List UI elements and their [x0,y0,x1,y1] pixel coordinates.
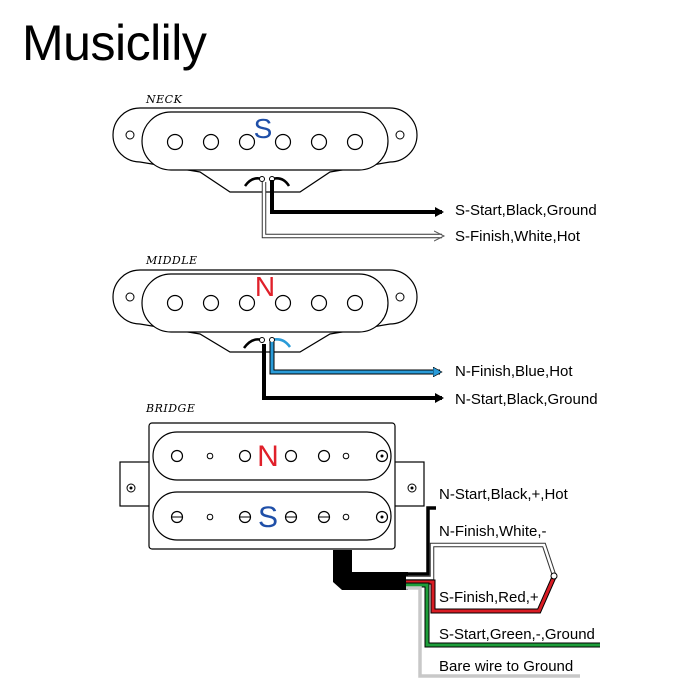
bridge-cable-jacket [333,550,408,590]
middle-wire-blue [270,342,440,372]
bridge-wire-label-white: N-Finish,White,- [439,523,547,540]
neck-pole-letter: S [254,113,273,144]
middle-pole-pieces [166,294,364,312]
neck-wire-label-start: S-Start,Black,Ground [455,202,597,219]
middle-pickup: N [112,269,444,403]
neck-pickup: S [112,107,444,236]
brand-title: Musiclily [22,15,207,71]
bridge-wire-label-green: S-Start,Green,-,Ground [439,626,595,643]
bridge-wire-green [406,583,600,647]
bridge-wire-black [406,506,436,576]
bridge-wire-bare [406,586,580,678]
bridge-coil-north [152,431,392,481]
neck-pickup-cover [141,111,389,171]
bridge-wire-label-red: S-Finish,Red,+ [439,589,539,606]
bridge-south-poles [170,510,389,524]
middle-wire-label-finish: N-Finish,Blue,Hot [455,363,573,380]
bridge-north-poles [170,449,389,463]
middle-wire-label-start: N-Start,Black,Ground [455,391,598,408]
middle-pickup-cover [141,273,389,333]
middle-pole-letter: N [255,271,275,302]
bridge-north-letter: N [257,440,279,473]
bridge-wire-label-black: N-Start,Black,+,Hot [439,486,568,503]
bridge-pickup: N S [119,422,600,678]
bridge-south-letter: S [258,501,278,534]
neck-wire-black [270,180,444,217]
bridge-wire-red [406,576,556,613]
neck-pole-pieces [166,133,364,151]
bridge-pickup-label: BRIDGE [146,402,196,415]
neck-pickup-label: NECK [146,93,183,106]
bridge-red-white-joint [550,572,558,580]
neck-wire-label-finish: S-Finish,White,Hot [455,228,581,245]
middle-pickup-label: MIDDLE [146,254,198,267]
middle-wire-black [262,344,444,403]
bridge-wire-label-bare: Bare wire to Ground [439,658,574,675]
neck-wire-white [262,182,442,236]
bridge-coil-south [152,491,392,541]
bridge-wire-white [406,543,556,580]
